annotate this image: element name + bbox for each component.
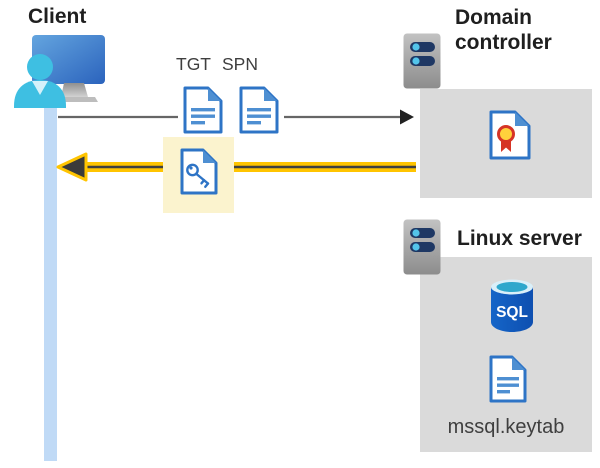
certificate-icon (489, 110, 531, 160)
sql-icon-text: SQL (496, 304, 528, 321)
spn-document-icon (239, 86, 279, 134)
domain-controller-label: Domain controller (455, 5, 552, 55)
sql-database-icon: SQL (491, 279, 533, 332)
client-lifeline (44, 94, 57, 461)
spn-label: SPN (222, 54, 258, 74)
tgt-label: TGT (176, 54, 211, 74)
ticket-return-arrow (56, 152, 416, 182)
domain-controller-server-icon (403, 33, 441, 89)
client-label: Client (28, 5, 87, 28)
key-document-icon (180, 148, 218, 195)
user-at-monitor-icon (14, 35, 105, 108)
linux-server-icon (403, 219, 441, 275)
domain-controller-label-line1: Domain (455, 6, 533, 29)
request-arrow (58, 109, 414, 125)
keytab-document-icon (489, 355, 527, 403)
keytab-file-label: mssql.keytab (447, 416, 565, 438)
domain-controller-label-line2: controller (455, 31, 552, 54)
linux-server-label: Linux server (457, 227, 582, 250)
tgt-document-icon (183, 86, 223, 134)
